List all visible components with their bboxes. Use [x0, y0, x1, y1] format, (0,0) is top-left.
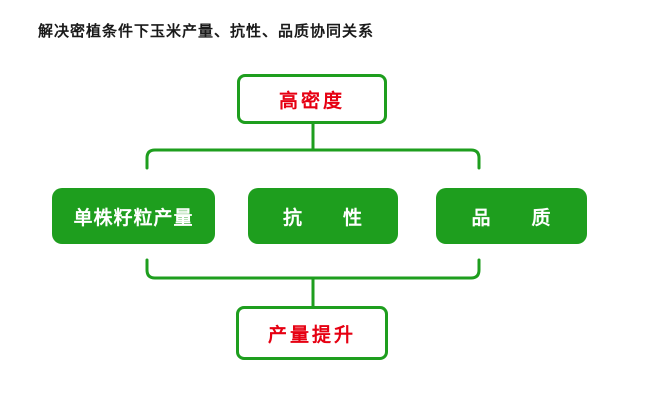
node-per-plant-grain-yield: 单株籽粒产量 — [52, 188, 215, 244]
node-high-density: 高密度 — [237, 74, 387, 124]
connector-top-bracket — [145, 148, 481, 170]
node-quality: 品 质 — [436, 188, 587, 244]
node-yield-improvement: 产量提升 — [236, 306, 388, 360]
page-title: 解决密植条件下玉米产量、抗性、品质协同关系 — [38, 23, 375, 40]
node-resistance: 抗 性 — [248, 188, 398, 244]
connector-bottom-bracket — [145, 258, 481, 280]
